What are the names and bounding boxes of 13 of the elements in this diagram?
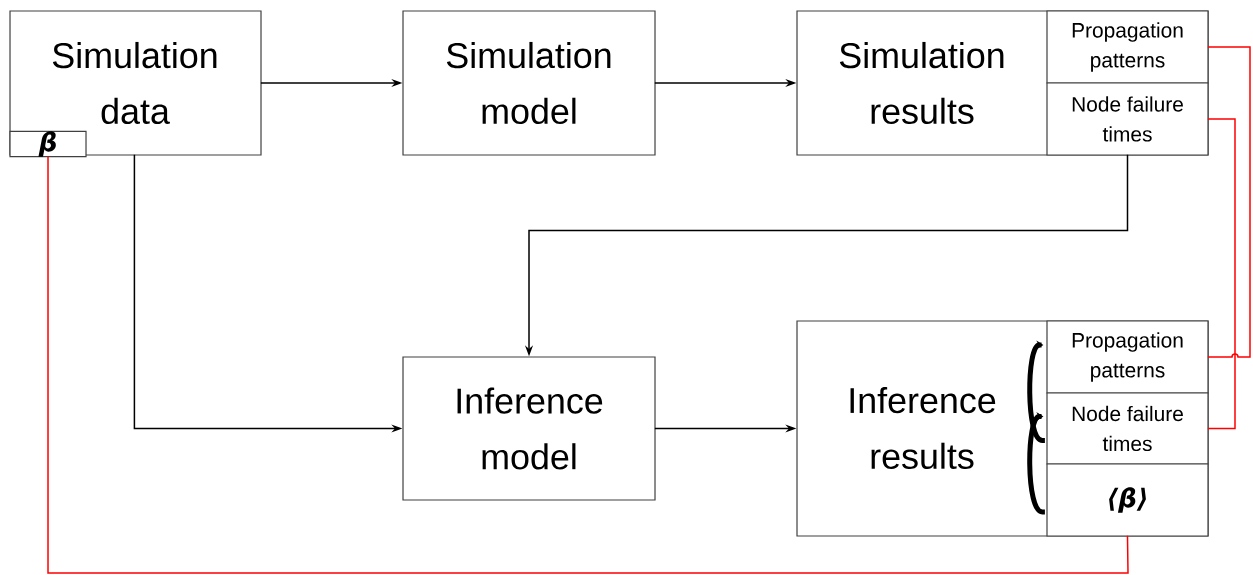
connector-line: [47, 156, 1129, 574]
process-box: Simulation model: [402, 10, 656, 156]
process-box: Inference model: [402, 356, 656, 501]
table-cell: Node failure times: [1046, 392, 1209, 465]
symbol-cell: ⟨β⟩: [1046, 463, 1209, 537]
connector-line: [1207, 118, 1236, 430]
connector-line: [1207, 46, 1251, 358]
curved-arrow: [1027, 340, 1045, 443]
symbol-cell: β: [9, 130, 87, 158]
table-cell: Propagation patterns: [1046, 10, 1209, 84]
table-cell: Node failure times: [1046, 82, 1209, 156]
curved-arrow: [1027, 411, 1045, 515]
table-cell: Propagation patterns: [1046, 320, 1209, 394]
